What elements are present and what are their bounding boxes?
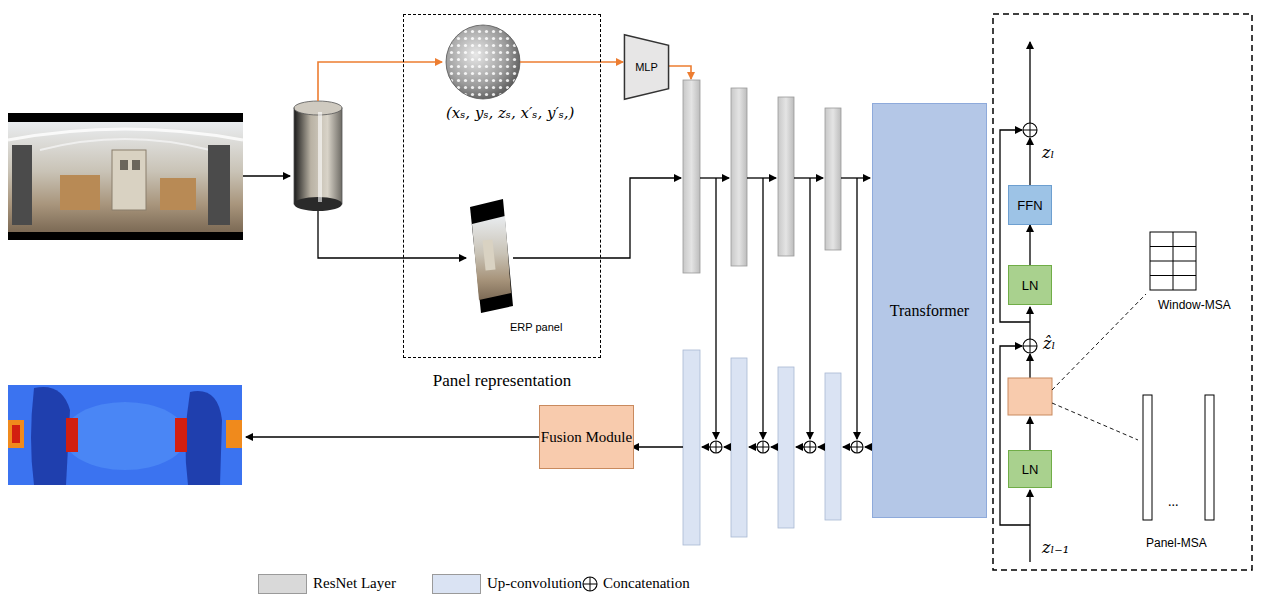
panel-caption: ERP panel	[510, 321, 562, 333]
fusion-module-box: Fusion Module	[539, 405, 634, 469]
node-label: MLP	[635, 61, 658, 73]
attention-caption: Window-MSA	[1158, 298, 1231, 312]
layer-norm-box: LN	[1008, 265, 1052, 305]
intermediate-symbol: ẑₗ	[1043, 334, 1055, 353]
node-label: Fusion Module	[541, 429, 632, 446]
legend-label: Up-convolution	[487, 575, 582, 592]
legend-swatch	[432, 574, 481, 594]
arrow-connector	[1029, 225, 1030, 265]
legend-label: Concatenation	[603, 575, 690, 592]
node-label: Panel representation	[384, 371, 620, 391]
legend-swatch	[258, 574, 307, 594]
coordinate-formula: (xₛ, yₛ, zₛ, x′ₛ, y′ₛ,)	[446, 104, 574, 122]
attention-caption: Panel-MSA	[1146, 536, 1207, 550]
transformer-box: Transformer	[872, 103, 987, 518]
node-label: LN	[1022, 278, 1039, 293]
node-label: LN	[1022, 462, 1039, 477]
ffn-box: FFN	[1008, 185, 1052, 225]
output-symbol: zₗ	[1042, 143, 1054, 162]
layer-norm-box: LN	[1008, 450, 1052, 488]
ellipsis: ...	[1168, 494, 1179, 510]
node-label: Transformer	[890, 302, 969, 320]
mlp-trapezoid: MLP	[624, 34, 669, 100]
legend-label: ResNet Layer	[313, 575, 396, 592]
panel-representation-group: Panel representation	[403, 14, 601, 358]
node-label: FFN	[1017, 198, 1042, 213]
input-symbol: zₗ₋₁	[1042, 538, 1069, 557]
